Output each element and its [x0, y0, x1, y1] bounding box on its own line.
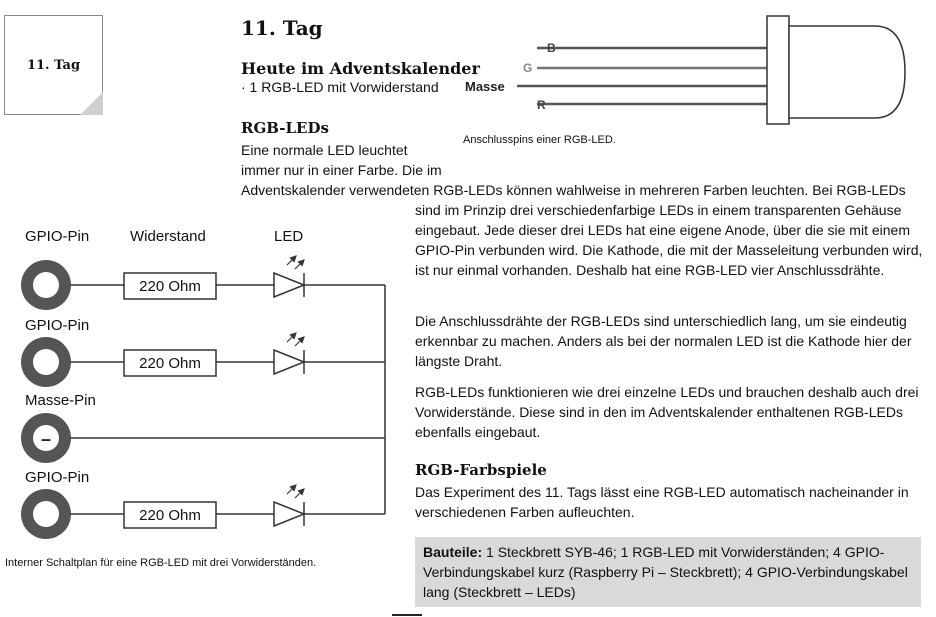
- parts-label: Bauteile:: [423, 544, 483, 560]
- pin-label-g: G: [523, 61, 532, 75]
- resistor-1-label: 220 Ohm: [139, 278, 201, 295]
- resistor-1: [123, 272, 217, 300]
- led-3: [273, 500, 307, 528]
- led-2: [273, 348, 307, 376]
- resistor-3: [123, 501, 217, 529]
- subtitle: Heute im Adventskalender: [241, 59, 480, 78]
- circuit-row-2: 220 Ohm: [21, 332, 385, 387]
- section-heading-farbspiele: RGB-Farbspiele: [415, 461, 547, 479]
- intro-line-3: Adventskalender verwendeten RGB-LEDs kön…: [241, 182, 906, 198]
- circuit-row-3: 220 Ohm: [21, 484, 385, 539]
- row-label-masse: Masse-Pin: [25, 392, 96, 409]
- circuit-row-ground: –: [21, 413, 385, 463]
- header-resistor: Widerstand: [130, 228, 206, 245]
- circuit-row-1: 220 Ohm: [21, 255, 385, 310]
- pin-label-ground: Masse: [465, 79, 505, 94]
- paragraph-farbspiele: Das Experiment des 11. Tags lässt eine R…: [415, 484, 909, 520]
- header-gpio: GPIO-Pin: [25, 228, 89, 245]
- pin-label-b: B: [547, 41, 556, 55]
- parts-box: Bauteile: 1 Steckbrett SYB-46; 1 RGB-LED…: [415, 537, 921, 607]
- circuit-caption: Interner Schaltplan für eine RGB-LED mit…: [5, 557, 317, 569]
- pin-label-r: R: [537, 98, 546, 112]
- row-label-gpio-3: GPIO-Pin: [25, 469, 89, 486]
- page-title: 11. Tag: [241, 16, 323, 40]
- led-1: [273, 271, 307, 299]
- intro-line-2: immer nur in einer Farbe. Die im: [241, 162, 442, 178]
- day-box: 11. Tag: [4, 15, 103, 115]
- intro-line-1: Eine normale LED leuchtet: [241, 142, 408, 158]
- led-figure-caption: Anschlusspins einer RGB-LED.: [463, 134, 616, 146]
- page-corner-fold: [80, 92, 103, 115]
- paragraph-2: Die Anschlussdrähte der RGB-LEDs sind un…: [415, 313, 912, 369]
- resistor-3-label: 220 Ohm: [139, 507, 201, 524]
- row-label-gpio-2: GPIO-Pin: [25, 317, 89, 334]
- parts-text: 1 Steckbrett SYB-46; 1 RGB-LED mit Vorwi…: [423, 544, 908, 600]
- resistor-2: [123, 349, 217, 377]
- header-led: LED: [274, 228, 303, 245]
- paragraph-3: RGB-LEDs funktionieren wie drei einzelne…: [415, 384, 919, 440]
- page-marker: [392, 614, 422, 616]
- rgb-led-pin-diagram: B G Masse R: [465, 15, 906, 125]
- paragraph-1: sind im Prinzip drei verschiedenfarbige …: [415, 202, 923, 278]
- section-heading-rgb-leds: RGB-LEDs: [241, 119, 329, 137]
- circuit-diagram: GPIO-Pin Widerstand LED 220 Ohm GPIO-Pin…: [21, 228, 386, 539]
- ground-symbol: –: [41, 429, 51, 449]
- day-box-label: 11. Tag: [26, 58, 81, 73]
- resistor-2-label: 220 Ohm: [139, 355, 201, 372]
- item-list: · 1 RGB-LED mit Vorwiderstand: [241, 79, 439, 95]
